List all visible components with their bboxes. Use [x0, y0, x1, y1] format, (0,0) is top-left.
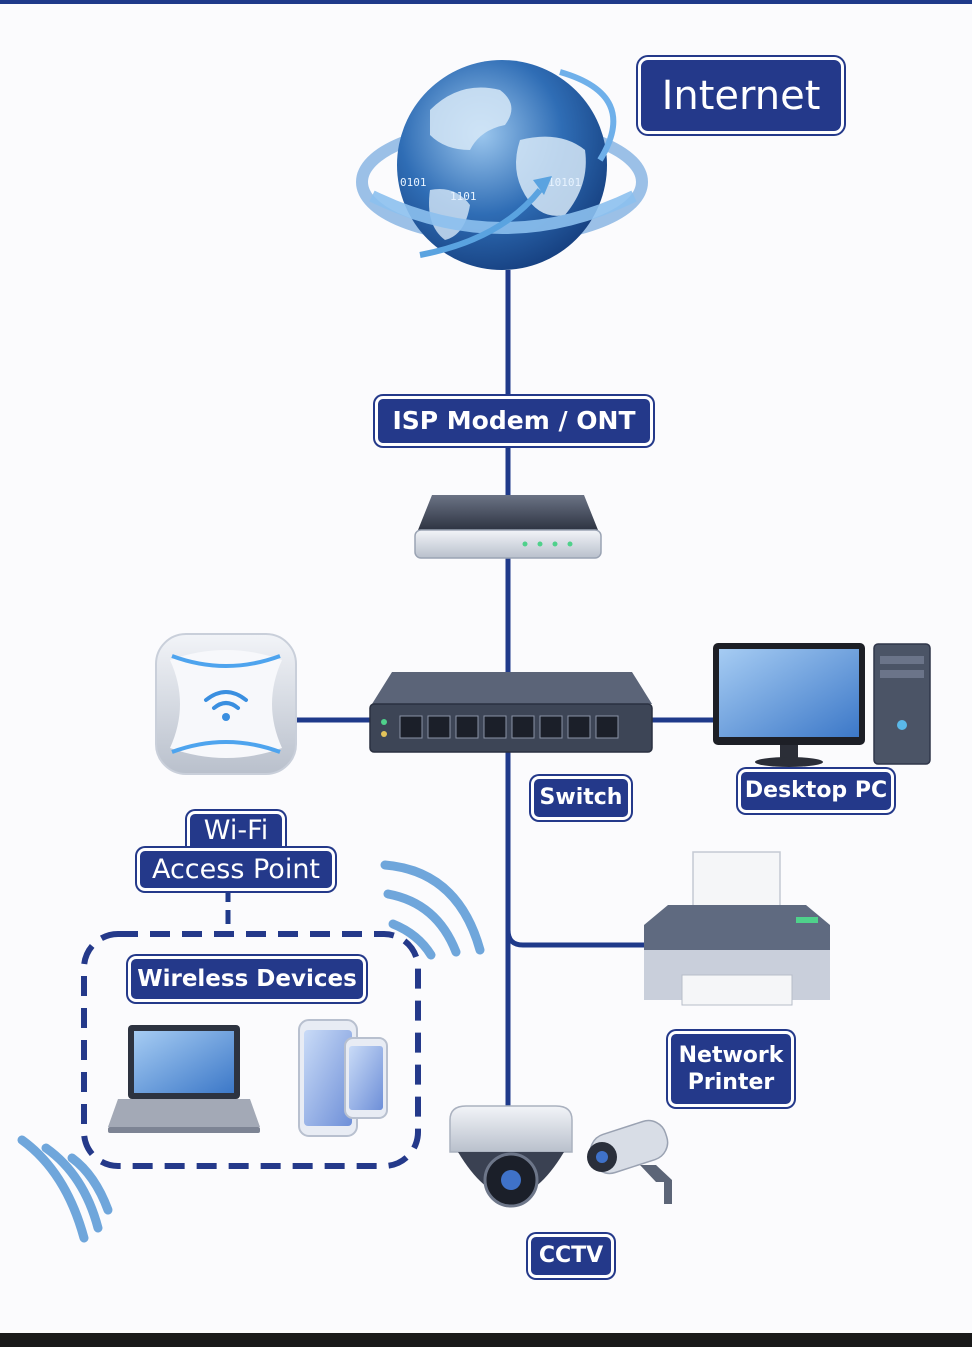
bottom-border	[0, 1333, 972, 1347]
network-printer-label: Network Printer	[668, 1031, 794, 1107]
svg-text:1101: 1101	[450, 190, 477, 203]
globe-icon: 0101 1101 10101	[356, 60, 648, 270]
switch-icon	[369, 672, 653, 753]
wifi-waves-icon	[17, 860, 485, 1243]
network-printer-label-line1: Network	[678, 1042, 784, 1068]
top-border	[0, 0, 972, 4]
cctv-bullet-icon	[587, 1119, 672, 1204]
network-printer-label-line2: Printer	[687, 1070, 775, 1095]
printer-link-line	[505, 929, 645, 948]
cctv-label: CCTV	[528, 1234, 614, 1278]
wireless-devices-label: Wireless Devices	[128, 956, 366, 1002]
wireless-area-border	[81, 931, 421, 1169]
internet-label-text: Internet	[661, 72, 821, 119]
laptop-icon	[108, 1025, 260, 1133]
switch-label-text: Switch	[539, 785, 623, 811]
wireless-devices-label-text: Wireless Devices	[137, 965, 357, 992]
wifi-ap-label-line1: Wi-Fi	[186, 810, 286, 851]
switch-label: Switch	[531, 776, 631, 820]
modem-icon	[414, 495, 602, 559]
access-point-icon	[155, 633, 297, 775]
desktop-pc-label: Desktop PC	[738, 769, 894, 813]
phone-icon	[298, 1019, 388, 1137]
wifi-ap-label: Wi-Fi Access Point	[131, 807, 341, 895]
isp-modem-label-text: ISP Modem / ONT	[392, 406, 636, 436]
svg-text:10101: 10101	[548, 176, 581, 189]
isp-modem-label: ISP Modem / ONT	[375, 396, 653, 446]
desktop-pc-icon	[713, 643, 931, 767]
svg-text:0101: 0101	[400, 176, 427, 189]
cctv-label-text: CCTV	[538, 1243, 604, 1269]
internet-label: Internet	[638, 57, 844, 134]
wifi-ap-label-line2: Access Point	[136, 847, 336, 892]
cctv-dome-icon	[449, 1105, 573, 1208]
printer-icon	[644, 851, 830, 1006]
desktop-pc-label-text: Desktop PC	[744, 778, 888, 804]
